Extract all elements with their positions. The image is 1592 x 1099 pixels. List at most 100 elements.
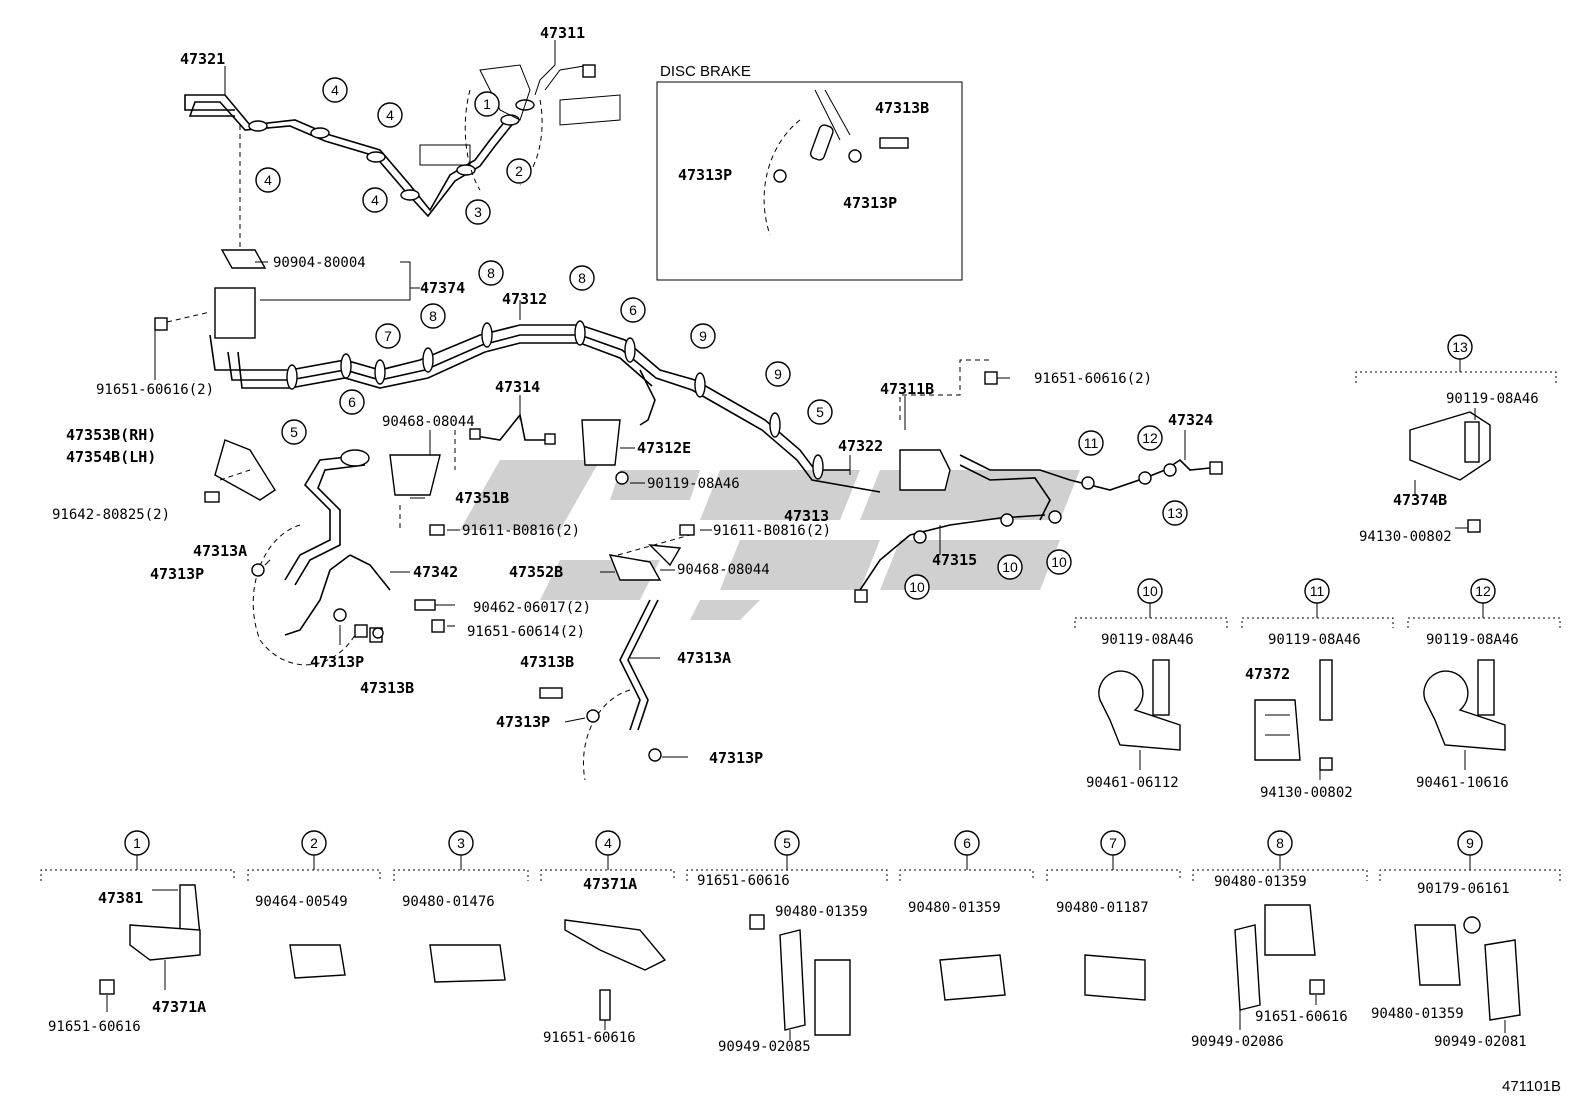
label-90480-01187: 90480-01187 xyxy=(1056,900,1149,916)
label-90468-08044-center: 90468-08044 xyxy=(677,562,770,578)
label-47313B-mid: 47313B xyxy=(360,679,414,697)
label-91651-60616-4: 91651-60616 xyxy=(543,1030,636,1046)
svg-text:6: 6 xyxy=(629,302,637,318)
callout-8: 8 xyxy=(569,265,595,291)
label-47313P-disc-left: 47313P xyxy=(678,166,732,184)
main-pipe-assembly xyxy=(154,249,881,493)
label-91611-B0816-left: 91611-B0816(2) xyxy=(462,523,580,539)
label-90949-02086: 90949-02086 xyxy=(1191,1034,1284,1050)
callout-3: 3 xyxy=(448,830,474,856)
left-hose-assembly xyxy=(204,413,695,781)
callout-1: 1 xyxy=(474,91,500,117)
label-47354B-LH: 47354B(LH) xyxy=(66,448,156,466)
label-47313P-center-left: 47313P xyxy=(496,713,550,731)
label-47371A-4: 47371A xyxy=(583,875,637,893)
svg-text:5: 5 xyxy=(290,424,298,440)
svg-text:3: 3 xyxy=(457,835,465,851)
callout-7: 7 xyxy=(375,323,401,349)
label-90949-02085: 90949-02085 xyxy=(718,1039,811,1055)
label-47374: 47374 xyxy=(420,279,465,297)
diagram-code: 471101B xyxy=(1502,1078,1561,1095)
label-90464-00549: 90464-00549 xyxy=(255,894,348,910)
disc-brake-title: DISC BRAKE xyxy=(660,63,751,80)
svg-text:4: 4 xyxy=(371,192,379,208)
label-90480-01359-9: 90480-01359 xyxy=(1371,1006,1464,1022)
svg-text:11: 11 xyxy=(1084,435,1099,451)
label-47321: 47321 xyxy=(180,50,225,68)
callout-6: 6 xyxy=(954,830,980,856)
svg-text:10: 10 xyxy=(1051,554,1067,570)
callout-9: 9 xyxy=(765,361,791,387)
callout-2: 2 xyxy=(301,830,327,856)
callout-4: 4 xyxy=(322,77,348,103)
label-47352B: 47352B xyxy=(509,563,563,581)
svg-text:4: 4 xyxy=(386,107,394,123)
label-47313P-center-right: 47313P xyxy=(709,749,763,767)
label-47351B: 47351B xyxy=(455,489,509,507)
label-90119-08A46-12: 90119-08A46 xyxy=(1426,632,1519,648)
svg-text:13: 13 xyxy=(1452,339,1468,355)
svg-text:4: 4 xyxy=(264,172,272,188)
label-47322: 47322 xyxy=(838,437,883,455)
svg-text:12: 12 xyxy=(1475,583,1491,599)
label-47313B-disc: 47313B xyxy=(875,99,929,117)
callout-9: 9 xyxy=(1457,830,1483,856)
label-90119-08A46-11: 90119-08A46 xyxy=(1268,632,1361,648)
svg-text:5: 5 xyxy=(816,404,824,420)
svg-text:3: 3 xyxy=(474,204,482,220)
label-47374B: 47374B xyxy=(1393,491,1447,509)
callout-8: 8 xyxy=(478,260,504,286)
callout-4: 4 xyxy=(255,167,281,193)
svg-text:9: 9 xyxy=(1466,835,1474,851)
svg-text:10: 10 xyxy=(1142,583,1158,599)
svg-text:8: 8 xyxy=(487,265,495,281)
label-47312E: 47312E xyxy=(637,439,691,457)
callout-13: 13 xyxy=(1162,500,1188,526)
label-90480-01476: 90480-01476 xyxy=(402,894,495,910)
svg-text:9: 9 xyxy=(699,328,707,344)
label-90119-08A46-13: 90119-08A46 xyxy=(1446,391,1539,407)
callout-7: 7 xyxy=(1100,830,1126,856)
svg-text:8: 8 xyxy=(1276,835,1284,851)
callout-1: 1 xyxy=(124,830,150,856)
top-pipe-assembly xyxy=(184,64,621,250)
callout-3: 3 xyxy=(465,199,491,225)
callout-10: 10 xyxy=(997,554,1023,580)
label-90461-06112: 90461-06112 xyxy=(1086,775,1179,791)
callout-4: 4 xyxy=(362,187,388,213)
label-47315: 47315 xyxy=(932,551,977,569)
svg-text:2: 2 xyxy=(515,163,523,179)
label-91651-60616-2-left: 91651-60616(2) xyxy=(96,382,214,398)
label-47313B-center: 47313B xyxy=(520,653,574,671)
svg-text:1: 1 xyxy=(133,835,141,851)
part-number-labels: 47311 47321 47313B 47313P 47313P 90904-8… xyxy=(48,24,1561,1095)
callout-5: 5 xyxy=(807,399,833,425)
svg-text:4: 4 xyxy=(604,835,612,851)
label-91651-60616-1: 91651-60616 xyxy=(48,1019,141,1035)
label-47313P-left: 47313P xyxy=(150,565,204,583)
label-90480-01359-6: 90480-01359 xyxy=(908,900,1001,916)
label-91651-60614: 91651-60614(2) xyxy=(467,624,585,640)
detail-parts xyxy=(99,411,1521,1036)
label-90904-80004: 90904-80004 xyxy=(273,255,366,271)
callout-circles: 4 4 4 4 1 2 3 8 8 8 7 6 9 9 5 6 5 11 12 … xyxy=(124,77,1496,856)
label-90119-08A46-10: 90119-08A46 xyxy=(1101,632,1194,648)
label-47342: 47342 xyxy=(413,563,458,581)
svg-text:1: 1 xyxy=(483,96,491,112)
label-91611-B0816-right: 91611-B0816(2) xyxy=(713,523,831,539)
label-47314: 47314 xyxy=(495,378,540,396)
callout-8: 8 xyxy=(420,303,446,329)
label-91642-80825: 91642-80825(2) xyxy=(52,507,170,523)
callout-4: 4 xyxy=(595,830,621,856)
svg-text:10: 10 xyxy=(909,579,925,595)
callout-11: 11 xyxy=(1078,430,1104,456)
label-90179-06161: 90179-06161 xyxy=(1417,881,1510,897)
callout-10: 10 xyxy=(1137,578,1163,604)
label-90462-06017: 90462-06017(2) xyxy=(473,600,591,616)
label-47313A-center: 47313A xyxy=(677,649,731,667)
callout-5: 5 xyxy=(774,830,800,856)
label-47312: 47312 xyxy=(502,290,547,308)
label-90119-08A46-center: 90119-08A46 xyxy=(647,476,740,492)
callout-9: 9 xyxy=(690,323,716,349)
